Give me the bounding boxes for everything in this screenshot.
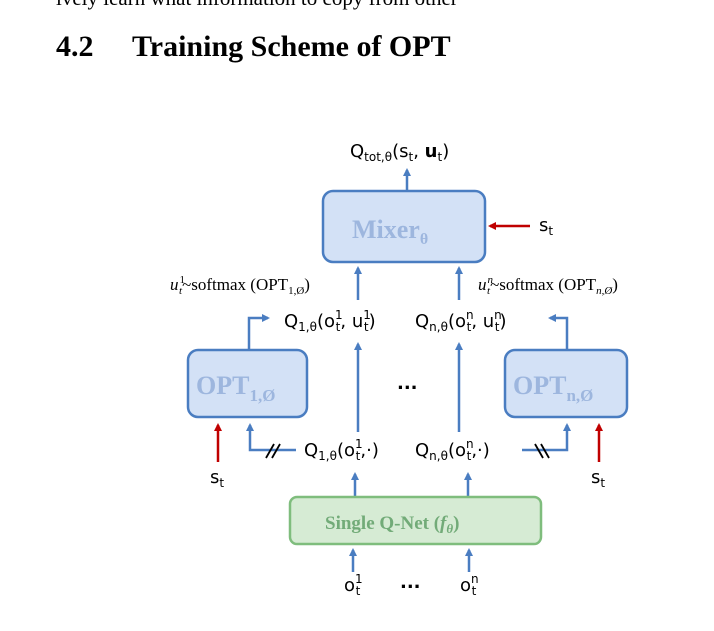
agents-ellipsis: ... <box>397 373 418 394</box>
state-mixer-label: st <box>539 215 553 238</box>
mixer-box <box>321 189 487 264</box>
qn-to-opt-arrow <box>522 423 571 452</box>
section-heading: 4.2 Training Scheme of OPT <box>56 30 451 64</box>
state-left-label: st <box>210 467 224 490</box>
section-number: 4.2 <box>56 30 94 63</box>
q-tot-label: Qtot,θ(st, ut) <box>350 141 449 164</box>
single-qnet-label: Single Q-Net (fθ) <box>325 513 459 536</box>
opt-right-output-arrow <box>548 314 569 349</box>
opt-left-label: OPT1,Ø <box>196 371 275 405</box>
section-title: Training Scheme of OPT <box>132 30 451 63</box>
opt-left-box <box>186 348 309 419</box>
mixer-label: Mixerθ <box>352 215 428 248</box>
opt-right-box <box>503 348 629 419</box>
opt-left-output-arrow <box>247 314 270 349</box>
q1-to-opt-arrow <box>246 423 296 452</box>
previous-paragraph-line: ively learn what information to copy fro… <box>56 0 458 11</box>
opt-right-label: OPTn,Ø <box>513 371 593 405</box>
stop-gradient-left-mark <box>265 443 281 459</box>
state-right-label: st <box>591 467 605 490</box>
obs-ellipsis: ... <box>400 572 421 593</box>
stop-gradient-right-mark <box>534 443 550 459</box>
single-qnet-box <box>288 495 543 546</box>
